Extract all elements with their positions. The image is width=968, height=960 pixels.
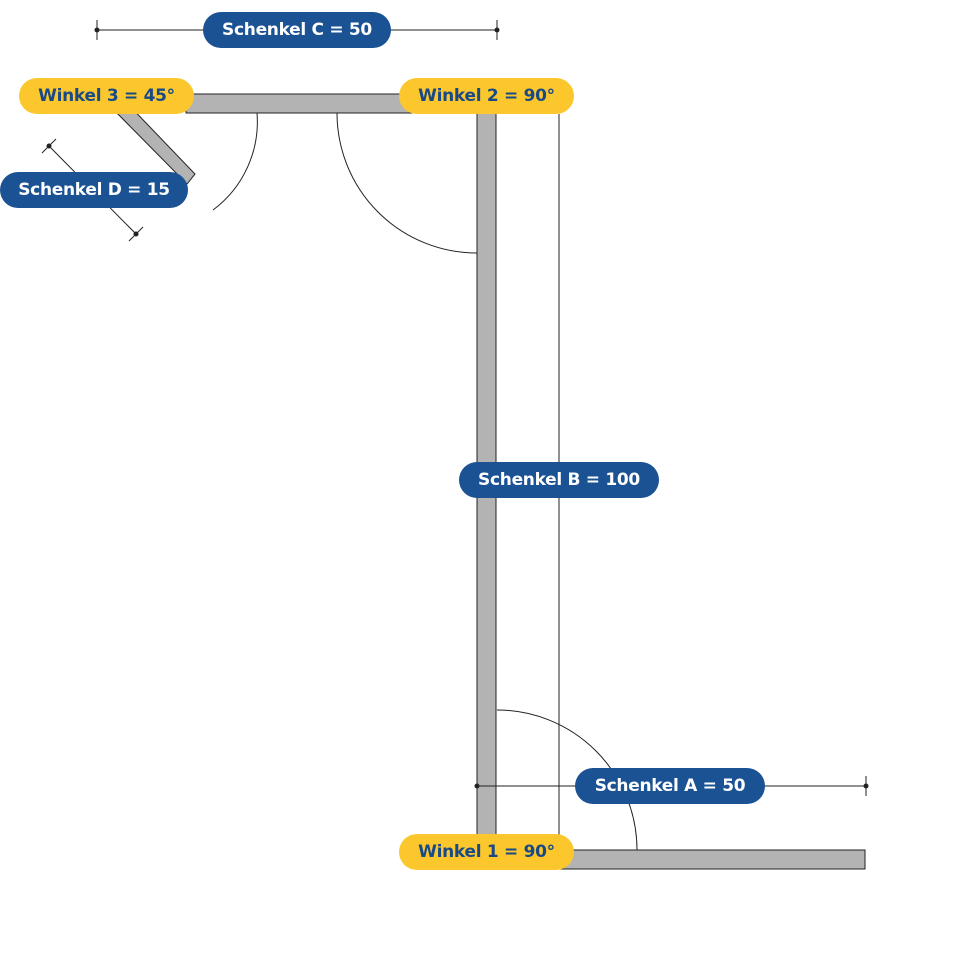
leg-b-label: Schenkel B = 100 (459, 462, 659, 498)
angle-2-label: Winkel 2 = 90° (399, 78, 574, 114)
angle-1-arc (496, 709, 638, 851)
leg-d-label: Schenkel D = 15 (0, 172, 188, 208)
angle-3-label: Winkel 3 = 45° (19, 78, 194, 114)
leg-a-bar (558, 849, 866, 870)
angle-2-arc (336, 112, 478, 254)
leg-a-label: Schenkel A = 50 (575, 768, 765, 804)
angle-3-arc (212, 112, 258, 211)
angle-1-label: Winkel 1 = 90° (399, 834, 574, 870)
leg-c-label: Schenkel C = 50 (203, 12, 391, 48)
